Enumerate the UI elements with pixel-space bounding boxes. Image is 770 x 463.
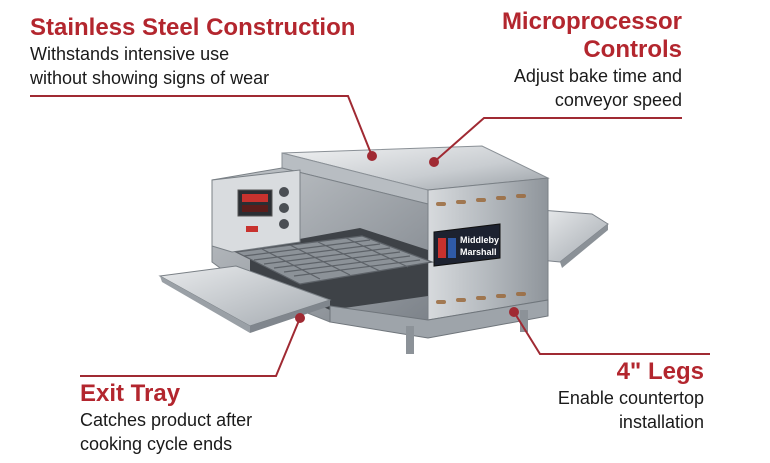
callout-desc-line2: without showing signs of wear — [30, 68, 270, 88]
callout-desc-line1: Catches product after — [80, 410, 253, 430]
callout-desc-line2: cooking cycle ends — [80, 434, 233, 454]
exit-tray — [158, 265, 332, 333]
oven-base — [329, 299, 549, 354]
steel-leader — [30, 95, 373, 157]
callout-desc-line1: Adjust bake time and — [513, 66, 682, 86]
brand-line2: Marshall — [460, 247, 497, 257]
brand-line1: Middleby — [460, 235, 499, 245]
callout-title: Stainless Steel Construction — [30, 14, 356, 41]
callout-stainless-steel: Stainless Steel Construction Withstands … — [30, 14, 410, 90]
callout-desc-line2: conveyor speed — [554, 90, 682, 110]
callout-desc-line2: installation — [618, 412, 704, 432]
callout-title: 4" Legs — [616, 358, 704, 385]
control-panel — [211, 169, 301, 253]
callout-microprocessor-controls: Microprocessor Controls Adjust bake time… — [470, 8, 682, 112]
callout-desc-line1: Enable countertop — [557, 388, 704, 408]
micro-leader — [433, 117, 682, 163]
callout-title-line1: Microprocessor — [501, 8, 682, 35]
callout-title-line2: Controls — [583, 36, 682, 63]
legs-leader — [513, 311, 710, 355]
callout-title: Exit Tray — [80, 380, 181, 407]
exit-leader — [80, 317, 301, 377]
brand-badge: Middleby Marshall — [433, 223, 501, 267]
conveyor-belt — [233, 235, 435, 285]
callout-exit-tray: Exit Tray Catches product after cooking … — [80, 380, 340, 456]
callout-lines — [30, 95, 710, 377]
callout-legs: 4" Legs Enable countertop installation — [520, 358, 704, 434]
callout-desc-line1: Withstands intensive use — [30, 44, 230, 64]
right-tray — [539, 209, 609, 268]
